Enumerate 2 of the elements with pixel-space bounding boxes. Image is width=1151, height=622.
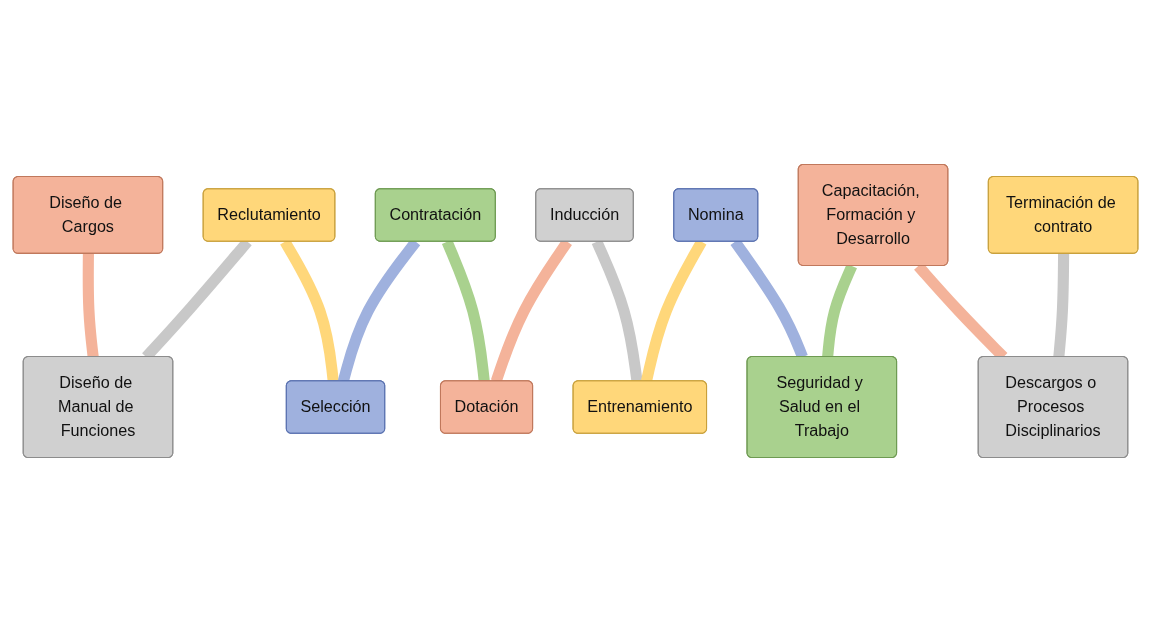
connector — [82, 253, 99, 358]
connector — [1053, 253, 1070, 358]
